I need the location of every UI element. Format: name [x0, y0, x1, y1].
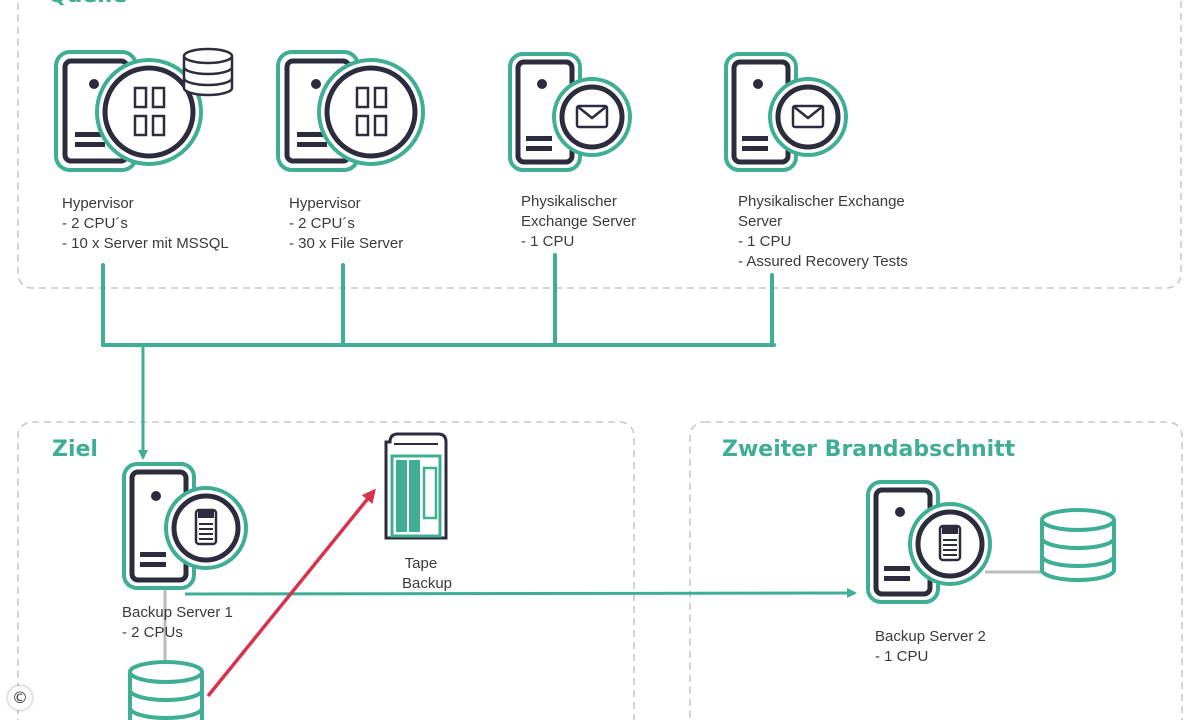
database-icon	[182, 47, 234, 97]
arrow-to-tape-backup	[206, 488, 376, 698]
backup-server-2-label: Backup Server 2 - 1 CPU	[875, 628, 990, 665]
exchange-server-icon	[724, 52, 848, 172]
database-icon	[128, 660, 204, 720]
source-3-label: Physikalischer Exchange Server - 1 CPU	[521, 193, 640, 250]
database-icon	[1040, 508, 1116, 582]
source-2-label: Hypervisor - 2 CPU´s - 30 x File Server	[289, 195, 403, 252]
backup-server-1-label: Backup Server 1 - 2 CPUs	[122, 604, 237, 641]
zone-quelle-title: Quelle	[48, 0, 127, 8]
zone-quelle: Quelle	[17, 0, 1182, 289]
backup-server-icon	[866, 480, 992, 604]
zone-ziel-title: Ziel	[52, 437, 98, 462]
source-1-label: Hypervisor - 2 CPU´s - 10 x Server mit M…	[62, 195, 229, 252]
hypervisor-database-icon	[54, 47, 234, 172]
source-4-label: Physikalischer Exchange Server - 1 CPU -…	[738, 193, 909, 270]
hypervisor-icon	[276, 50, 425, 172]
zone-zweiter-title: Zweiter Brandabschnitt	[722, 437, 1016, 462]
exchange-server-icon	[508, 52, 632, 172]
tape-backup-label: Tape Backup	[402, 555, 452, 592]
copyright-badge: ©	[8, 686, 32, 710]
zone-zweiter-brandabschnitt: Zweiter Brandabschnitt	[689, 421, 1183, 720]
zone-ziel: Ziel	[17, 421, 635, 720]
backup-server-icon	[122, 462, 248, 590]
tape-library-icon	[384, 432, 448, 540]
arrow-to-backup-server-2	[184, 588, 857, 599]
source-connector-bus	[101, 253, 776, 347]
